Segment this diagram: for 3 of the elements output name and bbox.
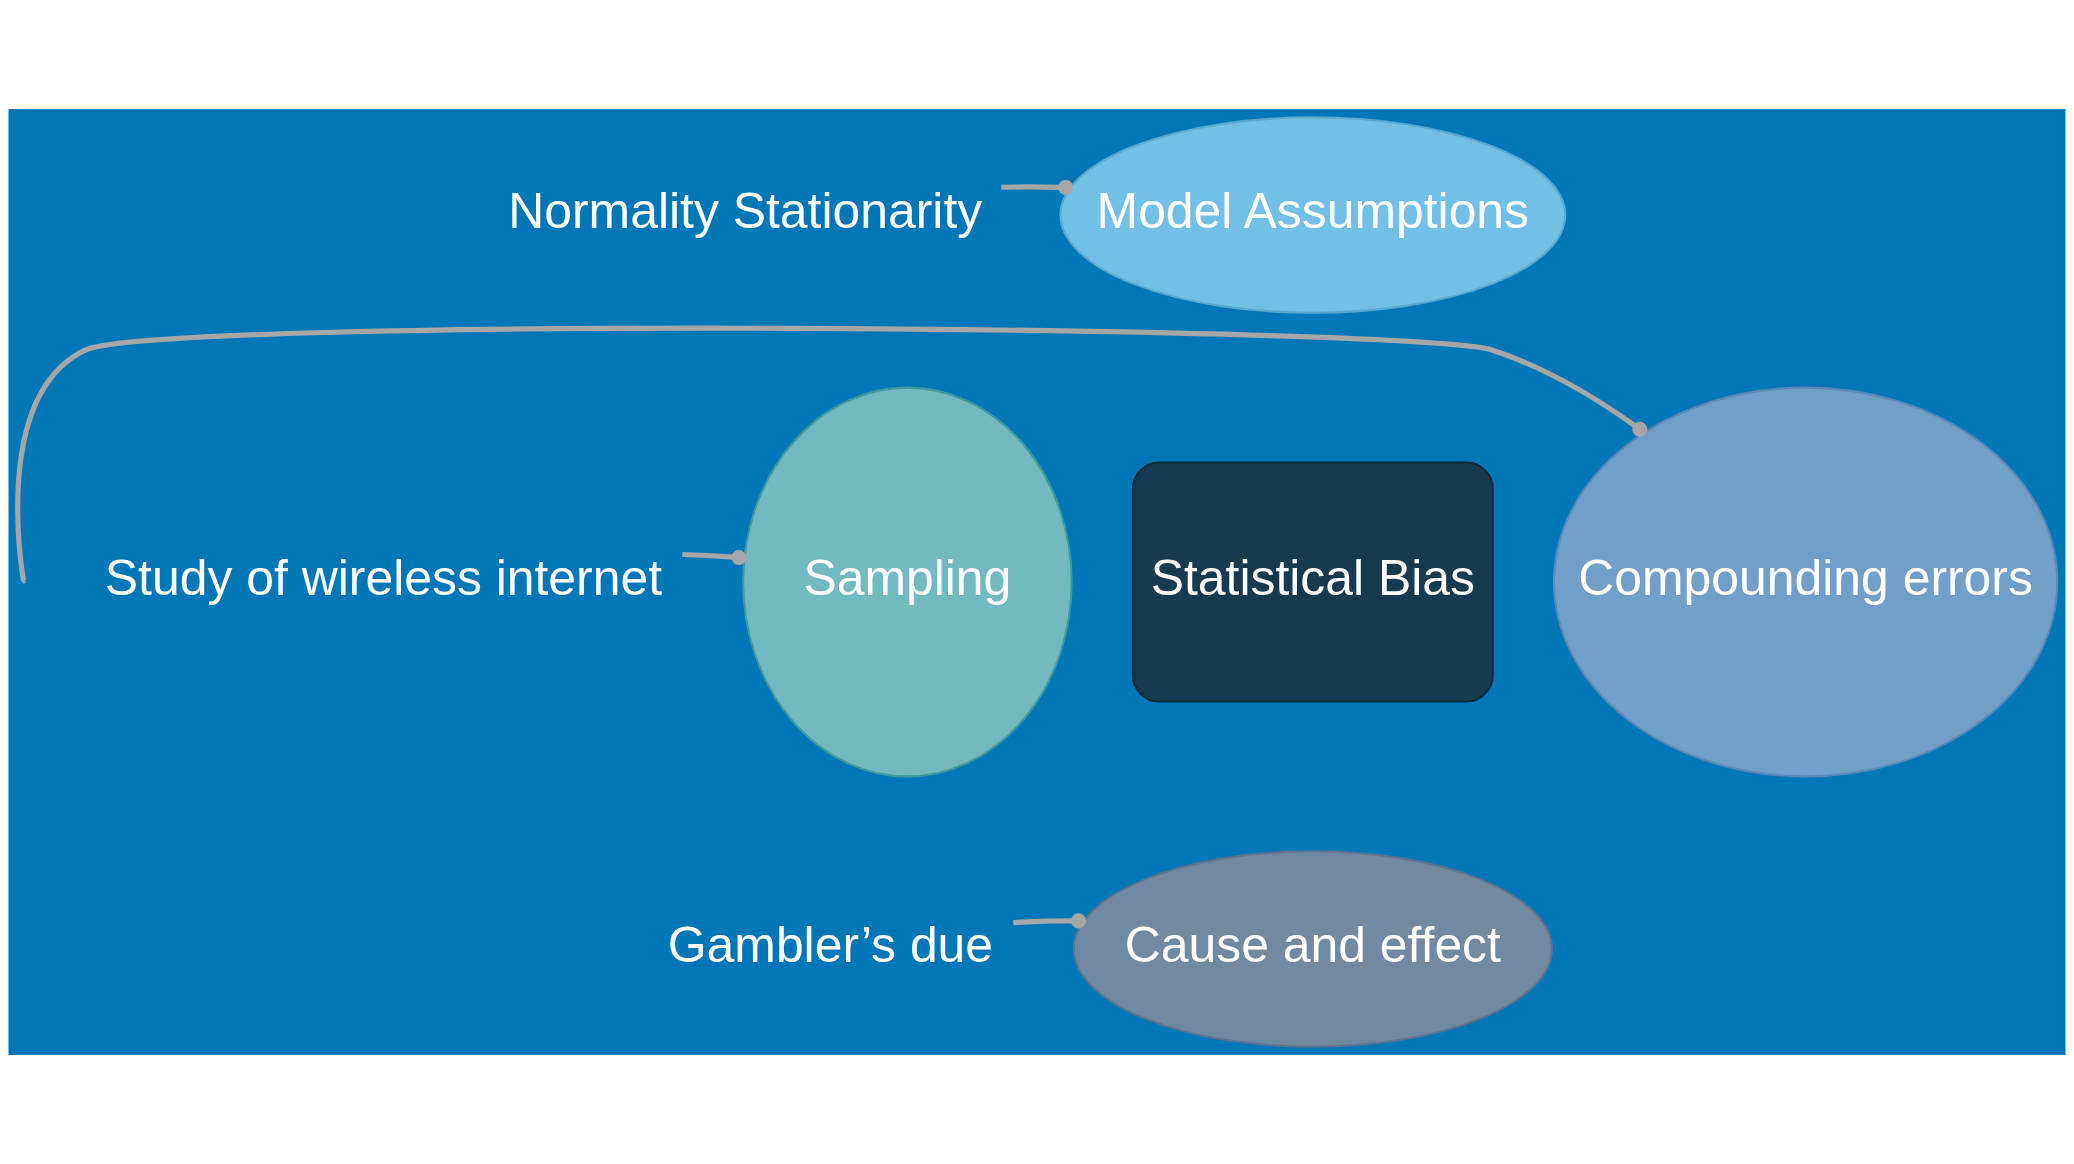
node-text: Gambler’s due xyxy=(667,916,994,973)
node-text: Normality Stationarity xyxy=(508,182,983,239)
node-text: Study of wireless internet xyxy=(104,549,663,606)
